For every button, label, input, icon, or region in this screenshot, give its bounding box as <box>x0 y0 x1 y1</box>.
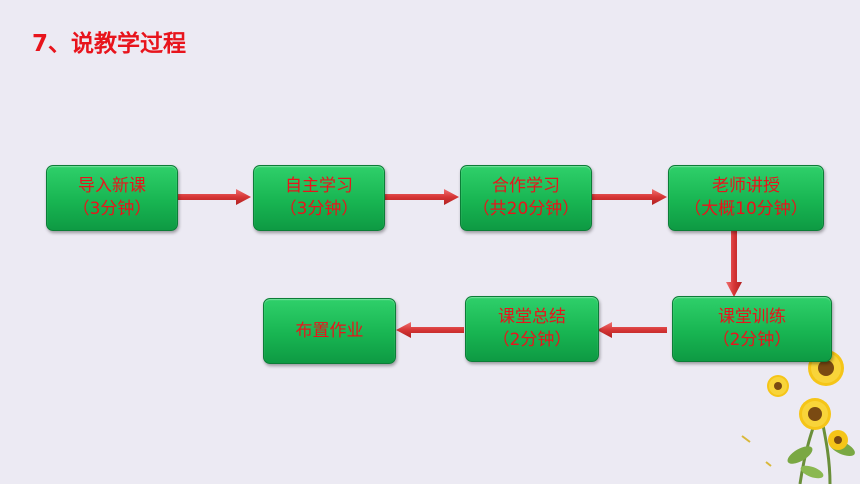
step-name: 自主学习 <box>285 176 353 196</box>
arrow-step4-to-step5 <box>726 230 742 297</box>
step-name: 课堂训练 <box>718 307 786 327</box>
step-name: 课堂总结 <box>498 307 566 327</box>
slide-title: 7、说教学过程 <box>32 31 187 57</box>
arrow-step6-to-step7 <box>396 322 464 338</box>
step-name: 合作学习 <box>492 176 560 196</box>
flow-step-class-practice: 课堂训练 （2分钟） <box>672 296 832 362</box>
flow-step-import: 导入新课 （3分钟） <box>46 165 178 231</box>
arrow-step2-to-step3 <box>384 189 459 205</box>
step-name: 导入新课 <box>78 176 146 196</box>
step-name: 老师讲授 <box>712 176 780 196</box>
flow-step-cooperative-study: 合作学习 （共20分钟） <box>460 165 592 231</box>
step-name: 布置作业 <box>295 320 364 341</box>
flow-step-teacher-lecture: 老师讲授 （大概10分钟） <box>668 165 824 231</box>
flow-step-homework: 布置作业 <box>263 298 396 364</box>
arrow-step1-to-step2 <box>176 189 251 205</box>
step-time: （共20分钟） <box>472 199 580 219</box>
flow-step-class-summary: 课堂总结 （2分钟） <box>465 296 599 362</box>
sunflower-icon <box>741 350 855 484</box>
arrow-step5-to-step6 <box>597 322 667 338</box>
step-time: （2分钟） <box>712 330 792 350</box>
step-time: （大概10分钟） <box>684 199 808 219</box>
step-time: （3分钟） <box>279 199 359 219</box>
flow-step-self-study: 自主学习 （3分钟） <box>253 165 385 231</box>
step-time: （3分钟） <box>72 199 152 219</box>
step-time: （2分钟） <box>492 330 572 350</box>
arrow-step3-to-step4 <box>591 189 667 205</box>
